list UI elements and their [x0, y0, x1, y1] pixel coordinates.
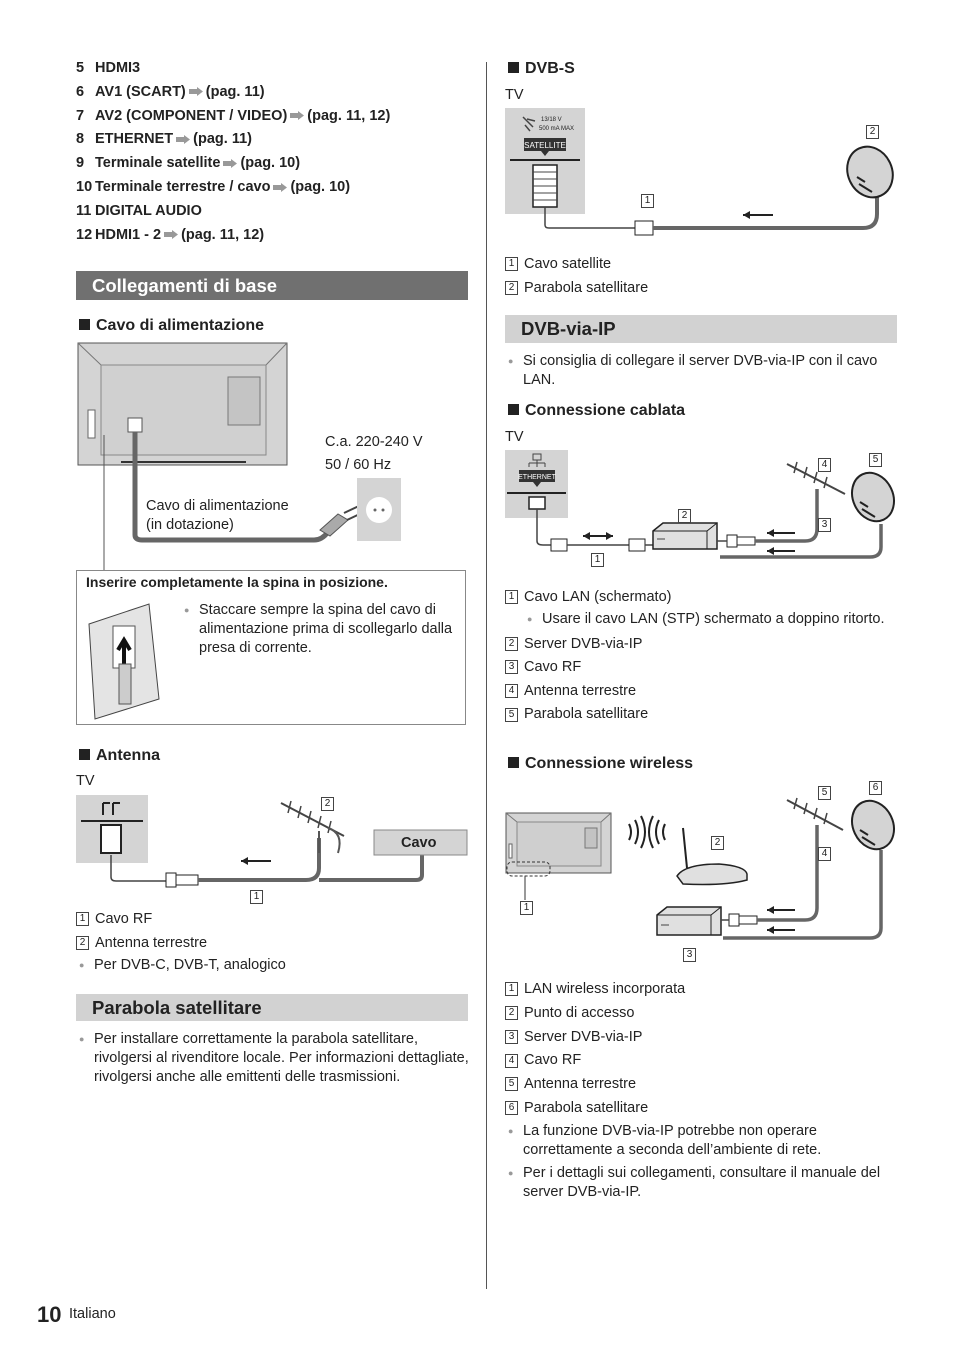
- wired-callout-1: 1: [591, 553, 604, 567]
- subheader-wireless: Connessione wireless: [508, 755, 693, 773]
- dvbs-spec1: 13/18 V: [541, 117, 562, 123]
- antenna-diagram: [76, 795, 468, 888]
- power-cable-label: Cavo di alimentazione(in dotazione): [146, 498, 289, 533]
- wireless-callout-5: 5: [818, 786, 831, 800]
- wired-callout-4: 4: [818, 458, 831, 472]
- dvbip-bullet: Si consiglia di collegare il server DVB-…: [505, 352, 903, 390]
- wireless-callout-6: 6: [869, 781, 882, 795]
- ethernet-port-label: ETHERNET: [518, 474, 556, 481]
- wired-callout-3: 3: [818, 518, 831, 532]
- language-label: Italiano: [69, 1306, 116, 1322]
- cavo-label: Cavo: [401, 835, 437, 851]
- subheader-cablata: Connessione cablata: [508, 402, 685, 420]
- plug-notice-box: Inserire completamente la spina in posiz…: [76, 570, 466, 725]
- page-number: 10: [37, 1302, 62, 1327]
- dvbs-tv-label: TV: [505, 87, 524, 103]
- column-divider: [486, 62, 487, 1289]
- wired-connection-diagram: ETHERNET: [505, 450, 895, 559]
- plug-insert-icon: [88, 603, 160, 720]
- wired-callout-2: 2: [678, 509, 691, 523]
- cablata-sub-bullet: Usare il cavo LAN (STP) schermato a dopp…: [524, 610, 887, 629]
- parabola-bullet: Per installare correttamente la parabola…: [76, 1030, 476, 1087]
- dvbs-spec2: 500 mA MAX: [539, 126, 574, 132]
- subheader-antenna: Antenna: [79, 747, 160, 765]
- plug-notice-bullet: Staccare sempre la spina del cavo di ali…: [181, 601, 467, 658]
- cablata-tv-label: TV: [505, 429, 524, 445]
- section-header-dvbip: DVB-via-IP: [505, 315, 897, 343]
- plug-notice-title: Inserire completamente la spina in posiz…: [86, 574, 388, 590]
- dvbs-callout-1: 1: [641, 194, 654, 208]
- callout-1: 1: [250, 890, 263, 904]
- wireless-callout-1: 1: [520, 901, 533, 915]
- wireless-connection-diagram: [505, 797, 895, 940]
- wireless-callout-4: 4: [818, 847, 831, 861]
- antenna-tv-label: TV: [76, 773, 95, 789]
- subheader-cavo: Cavo di alimentazione: [79, 317, 264, 335]
- callout-2: 2: [321, 797, 334, 811]
- dvbs-callout-2: 2: [866, 125, 879, 139]
- section-header-parabola: Parabola satellitare: [76, 994, 468, 1021]
- wireless-callout-2: 2: [711, 836, 724, 850]
- wireless-bullet-2: Per i dettagli sui collegamenti, consult…: [505, 1164, 903, 1202]
- antenna-bullet: Per DVB-C, DVB-T, analogico: [76, 956, 474, 975]
- wireless-bullet-1: La funzione DVB-via-IP potrebbe non oper…: [505, 1122, 893, 1160]
- dvbs-diagram: 13/18 V 500 mA MAX SATELLITE: [505, 108, 894, 236]
- section-header-collegamenti: Collegamenti di base: [76, 271, 468, 300]
- wired-callout-5: 5: [869, 453, 882, 467]
- power-cable-diagram: [77, 342, 401, 570]
- subheader-dvbs: DVB-S: [508, 60, 575, 78]
- wireless-callout-3: 3: [683, 948, 696, 962]
- dvbs-port-label: SATELLITE: [524, 141, 566, 150]
